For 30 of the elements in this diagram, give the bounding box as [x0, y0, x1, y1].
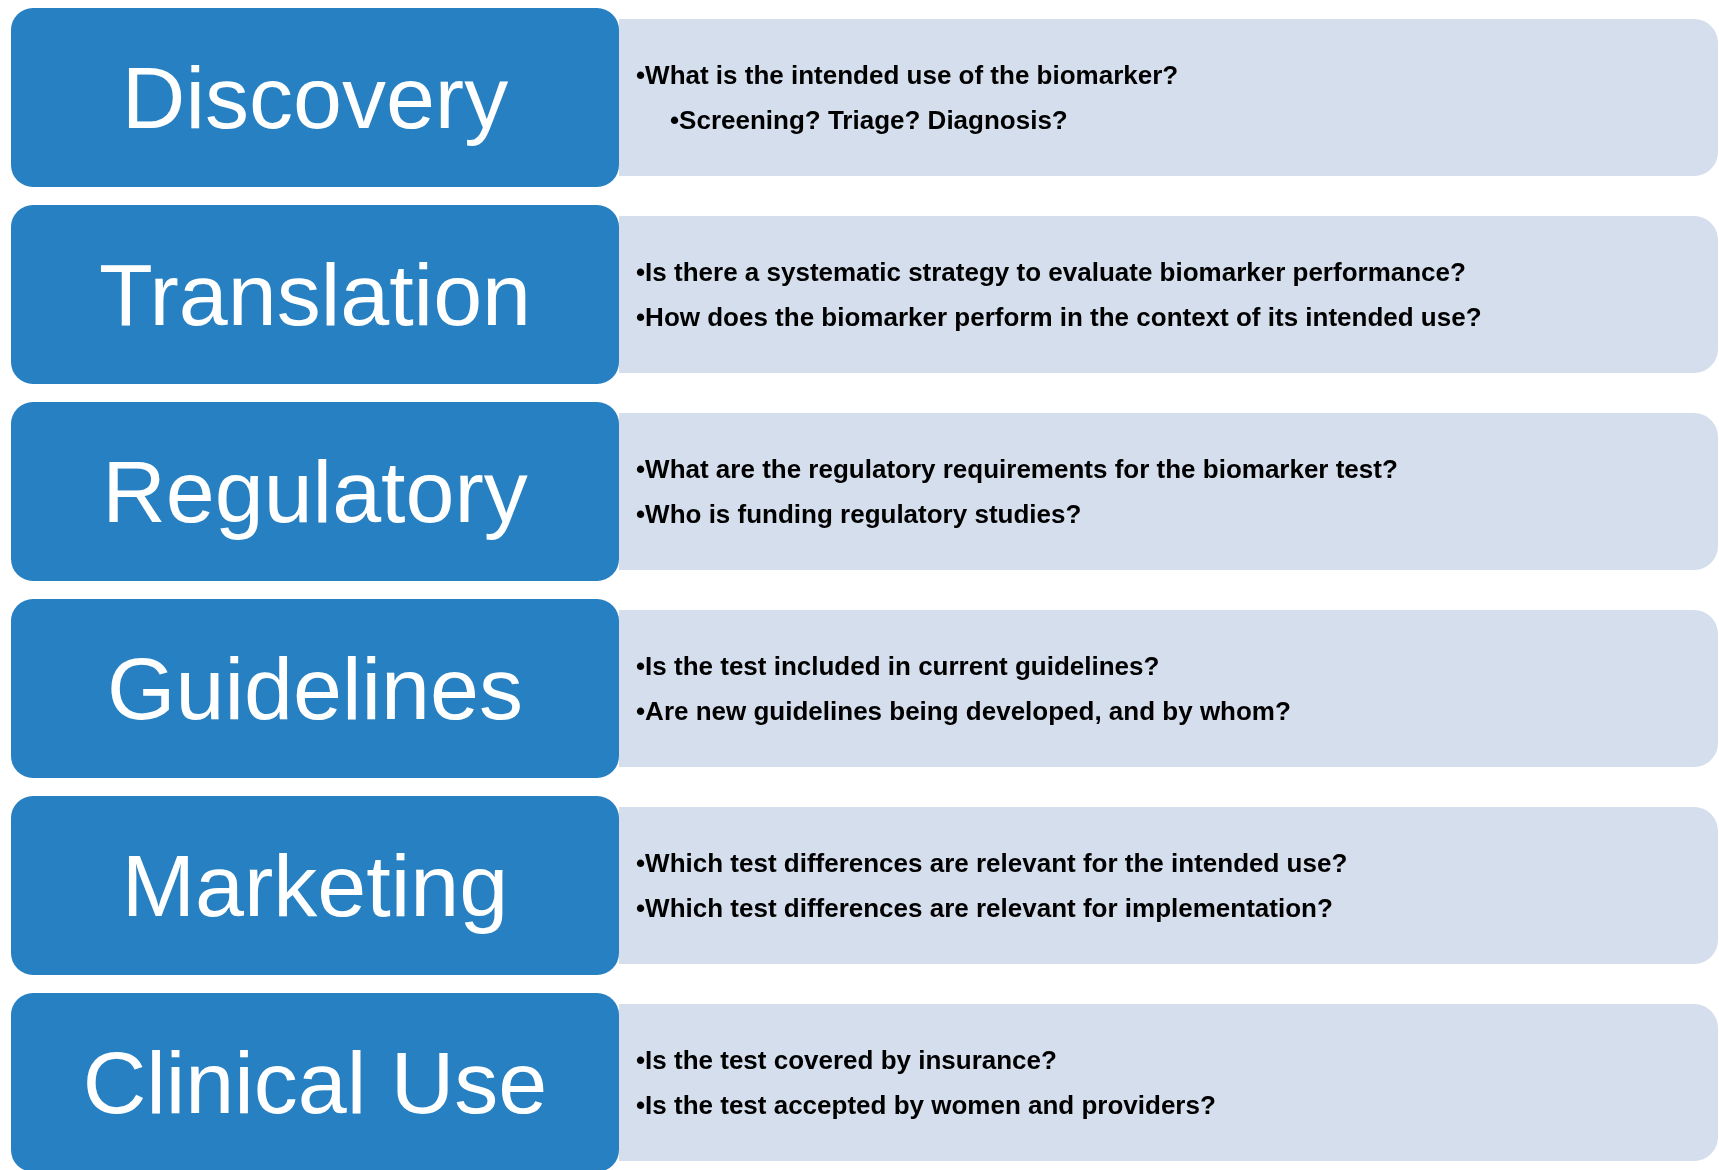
question-panel: [619, 1004, 1718, 1161]
question-text: •Is there a systematic strategy to evaluate biomarker performance?: [636, 255, 1466, 289]
question-text: •What is the intended use of the biomarker?: [636, 58, 1179, 92]
question-text: •Is the test covered by insurance?: [636, 1043, 1057, 1077]
stage-box: [11, 402, 619, 581]
question-panel: [619, 19, 1718, 176]
stage-title: Guidelines: [107, 637, 523, 740]
stage-box: [11, 993, 619, 1170]
stage-title: Regulatory: [102, 440, 528, 543]
stage-box: [11, 205, 619, 384]
stage-box: [11, 599, 619, 778]
stage-title: Discovery: [121, 46, 509, 149]
stage-box: [11, 8, 619, 187]
question-panel: [619, 413, 1718, 570]
question-text: •How does the biomarker perform in the context of its intended use?: [636, 300, 1482, 334]
question-text: •Is the test included in current guidelines?: [636, 649, 1160, 683]
question-text: •Is the test accepted by women and providers?: [636, 1088, 1216, 1122]
question-text: •Screening? Triage? Diagnosis?: [670, 103, 1068, 137]
question-text: •What are the regulatory requirements for the biomarker test?: [636, 452, 1398, 486]
question-panel: [619, 216, 1718, 373]
question-text: •Who is funding regulatory studies?: [636, 497, 1082, 531]
stage-title: Translation: [98, 243, 532, 346]
stage-title: Marketing: [121, 834, 509, 937]
question-panel: [619, 807, 1718, 964]
question-text: •Which test differences are relevant for implementation?: [636, 891, 1333, 925]
question-panel: [619, 610, 1718, 767]
stage-title: Clinical Use: [82, 1031, 548, 1134]
question-text: •Which test differences are relevant for the intended use?: [636, 846, 1348, 880]
question-text: •Are new guidelines being developed, and by whom?: [636, 694, 1291, 728]
stage-box: [11, 796, 619, 975]
